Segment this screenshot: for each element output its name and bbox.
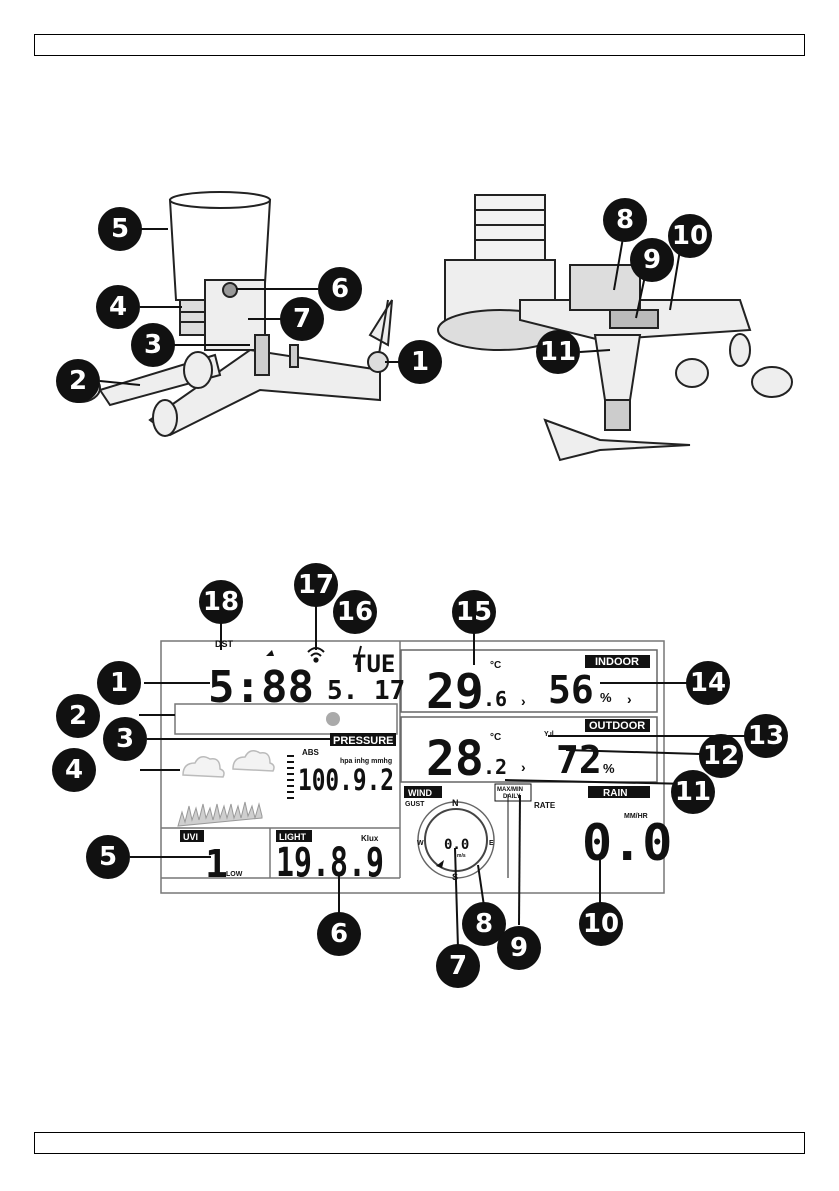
badge-pressure: 3 xyxy=(103,717,147,761)
pressure-bar-graph xyxy=(287,756,294,798)
indoor-temp-main: 29 xyxy=(426,664,484,720)
badge-light: 6 xyxy=(317,912,361,956)
badge-uvi: 5 xyxy=(86,835,130,879)
badge-signal: 13 xyxy=(744,714,788,758)
indoor-temp-decimal: .6 xyxy=(483,687,507,711)
uvi-label: UVI xyxy=(183,832,198,842)
time-display: 5:88 xyxy=(208,662,314,713)
outdoor-humidity: 72 xyxy=(556,738,602,782)
wifi-icon xyxy=(308,648,324,662)
badge-indoor-humidity: 14 xyxy=(686,661,730,705)
compass-west: W xyxy=(417,840,424,847)
compass-south: S xyxy=(452,872,458,882)
outdoor-label: OUTDOOR xyxy=(589,720,645,732)
badge-weather-icon: 4 xyxy=(52,748,96,792)
wind-speed-unit: m/s xyxy=(457,853,466,859)
pressure-value: 100.9.2 xyxy=(298,763,394,797)
indoor-temp-unit: °C xyxy=(490,660,501,671)
pressure-label: PRESSURE xyxy=(333,735,394,747)
indoor-humidity-unit: % xyxy=(600,690,612,705)
light-value: 19.8.9 xyxy=(276,840,384,886)
rate-label: RATE xyxy=(534,801,556,810)
outdoor-temp-main: 28 xyxy=(426,731,484,787)
indoor-hum-chevron-icon: › xyxy=(627,691,632,707)
wind-speed-value: 0.0 xyxy=(444,837,469,853)
uvi-level: LOW xyxy=(226,871,243,878)
weekday-display: TUE xyxy=(352,650,395,678)
indoor-humidity: 56 xyxy=(548,668,594,712)
badge-date: 16 xyxy=(333,590,377,634)
dst-label: DST xyxy=(215,639,234,649)
compass-east: E xyxy=(489,840,494,847)
badge-rain: 10 xyxy=(579,902,623,946)
gust-label: GUST xyxy=(405,801,425,808)
badge-dst: 18 xyxy=(199,580,243,624)
outdoor-humidity-unit: % xyxy=(603,761,615,776)
rain-value: 0.0 xyxy=(582,814,672,872)
alarm-icon xyxy=(266,650,274,656)
date-display: 5. 17 xyxy=(327,676,405,706)
indoor-label: INDOOR xyxy=(595,656,639,668)
badge-forecast: 2 xyxy=(56,694,100,738)
moon-phase-icon xyxy=(326,712,340,726)
badge-wind-speed: 7 xyxy=(436,944,480,988)
signal-strength-icon: Y.ıl xyxy=(544,731,554,738)
wind-label: WIND xyxy=(408,788,432,798)
uvi-value: 1 xyxy=(205,842,228,886)
rain-label: RAIN xyxy=(603,788,627,799)
badge-maxmin: 9 xyxy=(497,926,541,970)
cloud-icon xyxy=(183,751,274,777)
compass-north: N xyxy=(452,798,459,808)
badge-indoor-temp: 15 xyxy=(452,590,496,634)
daily-label: DAILY xyxy=(503,794,520,800)
badge-outdoor-humidity: 12 xyxy=(699,734,743,778)
maxmin-label: MAX/MIN xyxy=(497,787,523,793)
outdoor-chevron-icon: › xyxy=(521,759,526,775)
outdoor-temp-decimal: .2 xyxy=(483,755,507,779)
grass-graphic xyxy=(178,802,262,826)
badge-time: 1 xyxy=(97,661,141,705)
badge-wifi: 17 xyxy=(294,563,338,607)
abs-label: ABS xyxy=(302,748,320,757)
indoor-chevron-icon: › xyxy=(521,693,526,709)
badge-outdoor-temp: 11 xyxy=(671,770,715,814)
outdoor-temp-unit: °C xyxy=(490,732,501,743)
